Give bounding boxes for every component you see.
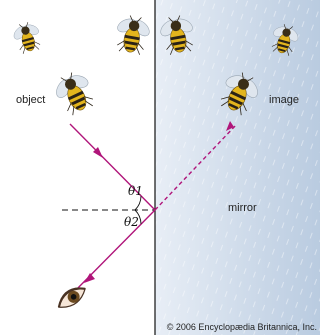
bee-icon (111, 13, 154, 56)
object-label: object (16, 95, 45, 106)
copyright-credit: © 2006 Encyclopædia Britannica, Inc. (167, 322, 317, 332)
theta1-label: θ1 (128, 184, 143, 198)
reflected-ray (70, 210, 155, 296)
bee-icon (9, 20, 45, 56)
mirror-label: mirror (228, 203, 257, 214)
theta2-label: θ2 (124, 215, 139, 229)
object-bee-icon (48, 67, 100, 119)
arrow-icon (84, 273, 95, 283)
image-label: image (269, 95, 299, 106)
eye-icon (55, 283, 89, 313)
angle-arc-incident (135, 196, 141, 210)
